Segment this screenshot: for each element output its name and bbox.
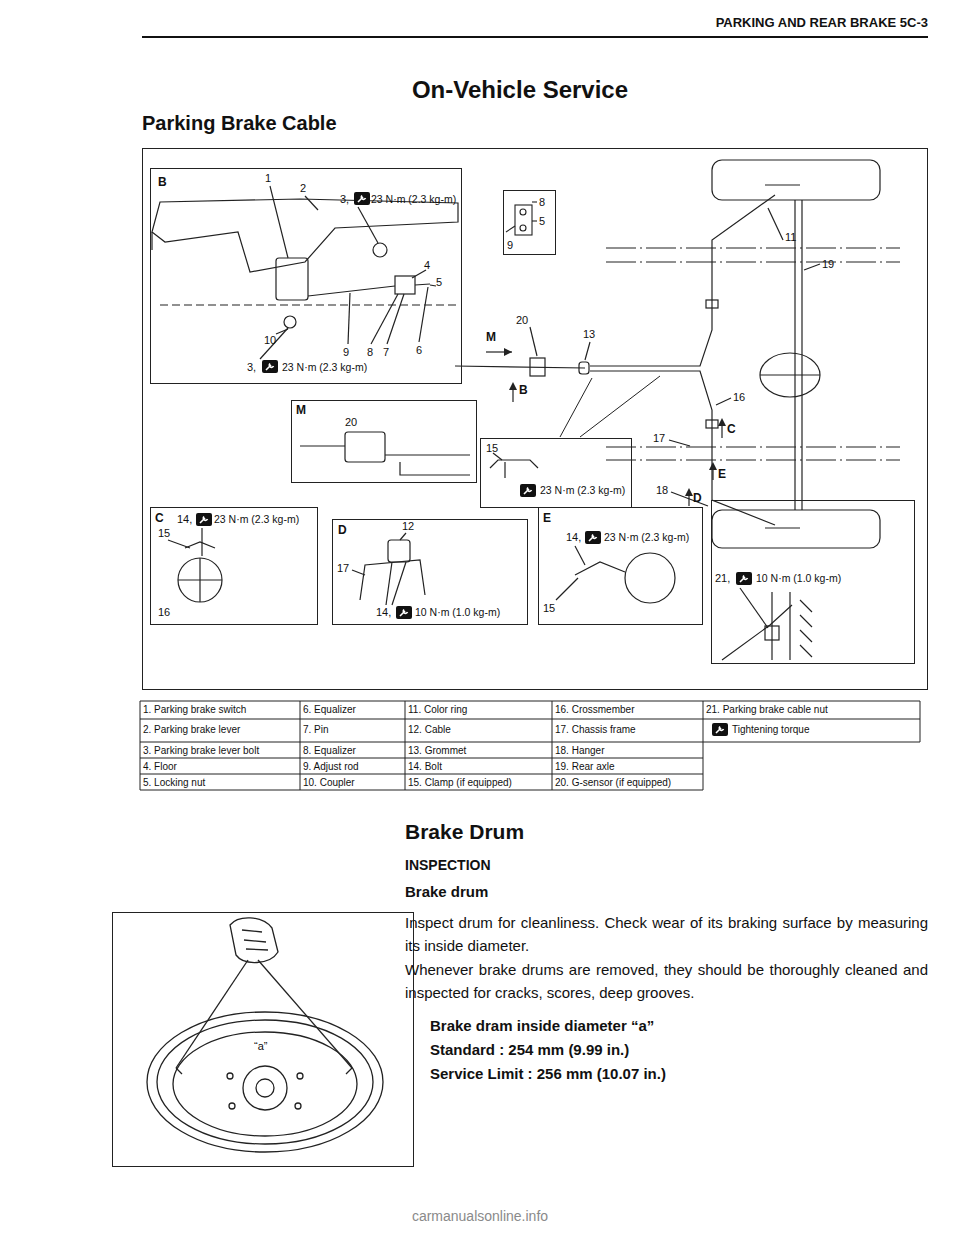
view-letter: M: [296, 404, 306, 418]
torque-value: 23 N·m (2.3 kg-m): [540, 484, 625, 496]
callout-number: 8: [539, 196, 545, 209]
table-cell: 10. Coupler: [303, 777, 355, 789]
callout-number: 8: [367, 346, 373, 359]
callout-number: 17: [653, 432, 665, 445]
spec-text: Service Limit : 256 mm (10.07 in.): [430, 1065, 666, 1082]
spec-text: Standard : 254 mm (9.99 in.): [430, 1041, 629, 1058]
callout-number: 12: [402, 520, 414, 533]
callout-number: 15: [543, 602, 555, 615]
body-text: Inspect drum for cleanliness. Check wear…: [405, 911, 928, 957]
page-title: On-Vehicle Service: [320, 76, 720, 104]
section-heading: Parking Brake Cable: [142, 112, 337, 135]
callout-number: “a”: [254, 1040, 267, 1053]
callout-number: 5: [539, 215, 545, 228]
view-letter: E: [543, 512, 551, 526]
table-cell: 11. Color ring: [408, 704, 467, 716]
page-header: PARKING AND REAR BRAKE 5C-3: [600, 16, 928, 31]
callout-number: 19: [822, 258, 834, 271]
view-letter: C: [155, 512, 164, 526]
table-cell: 7. Pin: [303, 724, 329, 736]
table-cell: 16. Crossmember: [555, 704, 634, 716]
detail-inset: B 1 2 3, 23 N·m (2.3 kg-m) 45 10 9 87 6 3, 23 N·m (…: [150, 168, 462, 384]
detail-inset: 15 23 N·m (2.3 kg-m): [480, 438, 632, 508]
table-cell: 2. Parking brake lever: [143, 724, 240, 736]
subheading: Brake drum: [405, 883, 488, 900]
table-cell: 8. Equalizer: [303, 745, 356, 757]
torque-value: 10 N·m (1.0 kg-m): [415, 606, 500, 618]
detail-inset: D 12 17 14, 10 N·m (1.0 kg-m): [332, 519, 528, 625]
view-letter: D: [338, 524, 347, 538]
table-cell: 13. Grommet: [408, 745, 466, 757]
callout-number: 14,: [376, 606, 391, 619]
spec-text: Brake dram inside diameter “a”: [430, 1017, 654, 1034]
torque-value: 10 N·m (1.0 kg-m): [756, 572, 841, 584]
callout-number: 11: [785, 231, 796, 244]
callout-number: 6: [416, 344, 422, 357]
view-letter: B: [158, 176, 167, 190]
callout-number: 15: [158, 527, 170, 540]
callout-number: 14,: [177, 513, 192, 526]
table-cell: 21. Parking brake cable nut: [706, 704, 828, 716]
detail-inset: C15 14, 23 N·m (2.3 kg-m) 16: [150, 507, 318, 625]
torque-value: 23 N·m (2.3 kg-m): [214, 513, 299, 525]
detail-inset: E 14, 23 N·m (2.3 kg-m) 15: [538, 507, 703, 625]
torque-value: 23 N·m (2.3 kg-m): [604, 531, 689, 543]
torque-value: 23 N·m (2.3 kg-m): [371, 193, 456, 205]
callout-number: 3,: [247, 361, 256, 374]
callout-number: 16: [158, 606, 170, 619]
section-heading: Brake Drum: [405, 820, 524, 844]
callout-number: 15: [486, 442, 498, 455]
table-cell: 6. Equalizer: [303, 704, 356, 716]
callout-number: 13: [583, 328, 595, 341]
callout-number: 17: [337, 562, 349, 575]
table-cell: Tightening torque: [732, 724, 809, 736]
view-letter: B: [519, 384, 528, 398]
callout-number: 20: [345, 416, 357, 429]
detail-inset: 8 5 9: [503, 190, 556, 255]
table-cell: 9. Adjust rod: [303, 761, 359, 773]
table-cell: 14. Bolt: [408, 761, 442, 773]
callout-number: 20: [516, 314, 528, 327]
table-cell: 18. Hanger: [555, 745, 604, 757]
table-cell: 15. Clamp (if equipped): [408, 777, 512, 789]
torque-value: 23 N·m (2.3 kg-m): [282, 361, 367, 373]
view-letter: M: [486, 331, 496, 345]
callout-number: 1: [265, 172, 271, 185]
table-cell: 3. Parking brake lever bolt: [143, 745, 259, 757]
detail-inset: M 20: [291, 400, 477, 483]
view-letter: C: [727, 423, 736, 437]
diagram-frame: 11192013MB16C17E18DB123,23 N·m (2.3 kg-m…: [142, 148, 928, 690]
table-cell: 12. Cable: [408, 724, 451, 736]
table-cell: 1. Parking brake switch: [143, 704, 246, 716]
callout-number: 9: [507, 239, 513, 252]
body-text: Whenever brake drums are removed, they s…: [405, 958, 928, 1004]
callout-number: 18: [656, 484, 668, 497]
view-letter: E: [718, 468, 726, 482]
table-cell: 19. Rear axle: [555, 761, 614, 773]
callout-number: 2: [300, 182, 306, 195]
table-cell: 4. Floor: [143, 761, 177, 773]
figure-frame: “a”: [112, 912, 414, 1167]
callout-number: 4: [424, 259, 430, 272]
table-cell: 20. G-sensor (if equipped): [555, 777, 671, 789]
callout-number: 7: [383, 346, 389, 359]
callout-number: 3,: [340, 193, 349, 206]
detail-inset: 21, 10 N·m (1.0 kg-m): [711, 500, 915, 664]
callout-number: 10: [264, 334, 276, 347]
callout-number: 16: [733, 391, 745, 404]
callout-number: 5: [436, 276, 442, 289]
subheading: INSPECTION: [405, 857, 491, 873]
callout-number: 9: [343, 346, 349, 359]
callout-number: 21,: [715, 572, 730, 585]
view-letter: D: [693, 492, 702, 506]
table-cell: 5. Locking nut: [143, 777, 205, 789]
table-cell: 17. Chassis frame: [555, 724, 636, 736]
callout-number: 14,: [566, 531, 581, 544]
watermark: carmanualsonline.info: [330, 1208, 630, 1224]
